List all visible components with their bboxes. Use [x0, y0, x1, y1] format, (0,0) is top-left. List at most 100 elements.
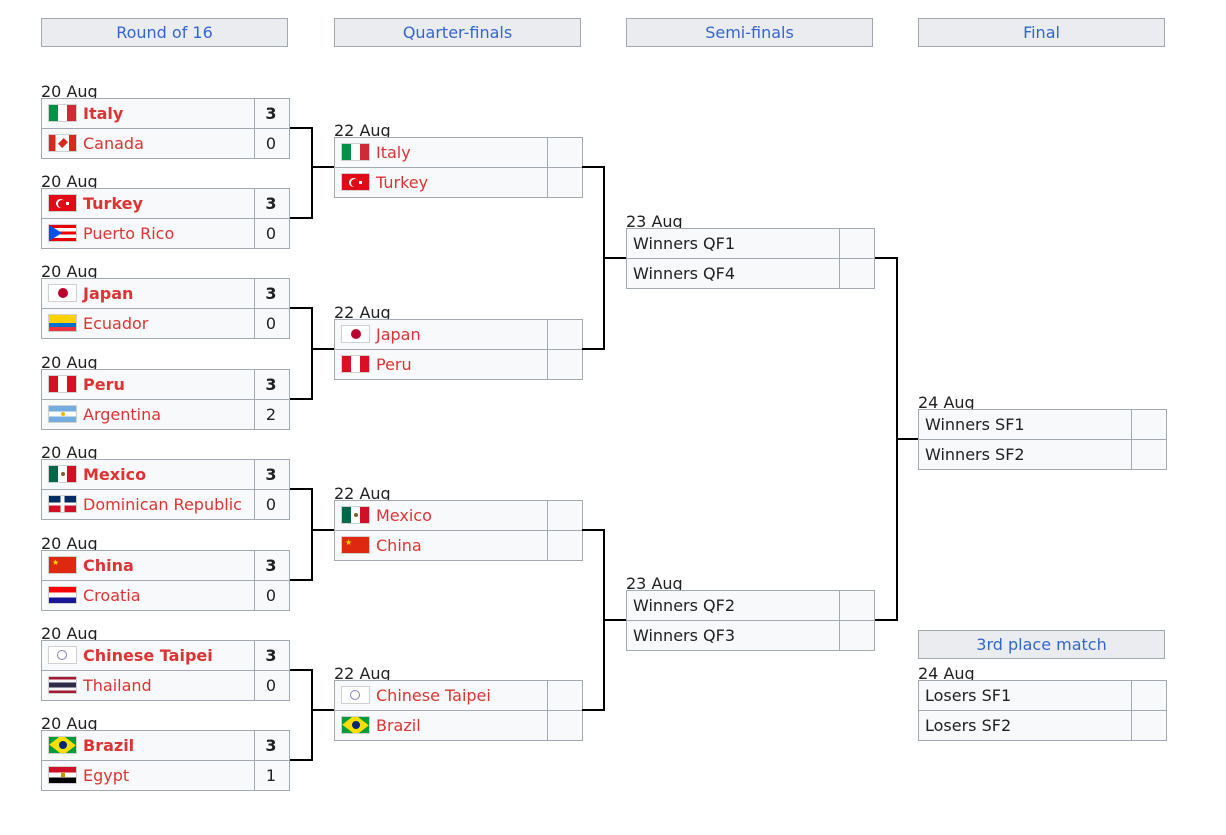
bracket-connector: [582, 166, 604, 168]
team-score: [546, 531, 582, 560]
bracket-connector: [312, 709, 334, 711]
team-name[interactable]: Thailand: [83, 676, 152, 695]
team-score: [838, 259, 874, 288]
team-name[interactable]: Brazil: [83, 736, 135, 755]
team-name[interactable]: Italy: [376, 143, 411, 162]
team-score: 3: [265, 465, 277, 484]
ecuador-flag-icon: [48, 314, 77, 332]
team-score: [546, 350, 582, 379]
team-score: [1130, 440, 1166, 469]
match-date: 20 Aug: [41, 172, 98, 191]
team-row: Winners SF2: [918, 439, 1167, 470]
peru-flag-icon: [48, 375, 77, 393]
team-score: 3: [265, 284, 277, 303]
team-row: Turkey: [334, 167, 583, 198]
team-row: Mexico: [334, 500, 583, 531]
team-name[interactable]: Turkey: [83, 194, 143, 213]
match-date: 20 Aug: [41, 262, 98, 281]
team-score: 3: [265, 194, 277, 213]
team-row: Italy: [334, 137, 583, 168]
team-name[interactable]: Mexico: [376, 506, 432, 525]
team-name[interactable]: Japan: [376, 325, 421, 344]
team-score: [546, 501, 582, 530]
team-name[interactable]: Peru: [376, 355, 412, 374]
team-row: Winners QF2: [626, 590, 875, 621]
team-name[interactable]: Chinese Taipei: [83, 646, 213, 665]
japan-flag-icon: [48, 284, 77, 302]
italy-flag-icon: [341, 143, 370, 161]
team-name[interactable]: Brazil: [376, 716, 421, 735]
team-row: Japan: [334, 319, 583, 350]
mexico-flag-icon: [48, 465, 77, 483]
team-score: [546, 320, 582, 349]
bracket-connector: [290, 307, 312, 309]
team-name: Losers SF2: [925, 716, 1012, 735]
match-date: 22 Aug: [334, 484, 391, 503]
team-name[interactable]: Egypt: [83, 766, 130, 785]
match-date: 20 Aug: [41, 443, 98, 462]
match-date: 20 Aug: [41, 624, 98, 643]
team-score: [546, 138, 582, 167]
team-score: [1130, 410, 1166, 439]
header-round-of-16[interactable]: Round of 16: [41, 18, 288, 47]
match-date: 20 Aug: [41, 82, 98, 101]
bracket-connector: [311, 669, 313, 761]
team-name[interactable]: Ecuador: [83, 314, 149, 333]
team-name[interactable]: Mexico: [83, 465, 147, 484]
team-score: 0: [265, 676, 277, 695]
team-name[interactable]: Croatia: [83, 586, 141, 605]
header-semi-finals[interactable]: Semi-finals: [626, 18, 873, 47]
bracket-connector: [875, 619, 897, 621]
team-row: Winners QF3: [626, 620, 875, 651]
team-name: Winners SF2: [925, 445, 1025, 464]
team-name[interactable]: Argentina: [83, 405, 162, 424]
team-score: 3: [265, 104, 277, 123]
match-date: 20 Aug: [41, 714, 98, 733]
team-name[interactable]: Peru: [83, 375, 125, 394]
bracket-connector: [312, 529, 334, 531]
bracket-connector: [897, 438, 918, 440]
team-name[interactable]: Turkey: [376, 173, 429, 192]
bracket-connector: [290, 398, 312, 400]
team-name: Winners QF1: [633, 234, 736, 253]
team-name[interactable]: China: [376, 536, 422, 555]
peru-flag-icon: [341, 355, 370, 373]
team-name[interactable]: Canada: [83, 134, 144, 153]
match-date: 20 Aug: [41, 353, 98, 372]
bracket-connector: [875, 257, 897, 259]
match-date: 22 Aug: [334, 303, 391, 322]
egypt-flag-icon: [48, 766, 77, 784]
team-name[interactable]: Dominican Republic: [83, 495, 242, 514]
bracket-connector: [311, 127, 313, 219]
bracket-connector: [290, 579, 312, 581]
team-row: Peru: [334, 349, 583, 380]
team-name[interactable]: Japan: [83, 284, 134, 303]
bracket-connector: [582, 529, 604, 531]
team-name[interactable]: Chinese Taipei: [376, 686, 491, 705]
header-quarter-finals[interactable]: Quarter-finals: [334, 18, 581, 47]
header-final[interactable]: Final: [918, 18, 1165, 47]
team-score: 0: [265, 495, 277, 514]
china-flag-icon: ★: [48, 556, 77, 574]
puerto-rico-flag-icon: [48, 224, 77, 242]
brazil-flag-icon: [48, 736, 77, 754]
match-date: 24 Aug: [918, 664, 975, 683]
header-third-place-match[interactable]: 3rd place match: [918, 630, 1165, 659]
team-name[interactable]: China: [83, 556, 134, 575]
team-score: [546, 681, 582, 710]
bracket-connector: [290, 669, 312, 671]
china-flag-icon: ★: [341, 536, 370, 554]
team-score: 0: [265, 224, 277, 243]
argentina-flag-icon: [48, 405, 77, 423]
team-name[interactable]: Italy: [83, 104, 124, 123]
team-row: Mexico 3: [41, 459, 290, 490]
bracket-connector: [311, 488, 313, 581]
team-name[interactable]: Puerto Rico: [83, 224, 175, 243]
chinese-taipei-flag-icon: [48, 646, 77, 664]
